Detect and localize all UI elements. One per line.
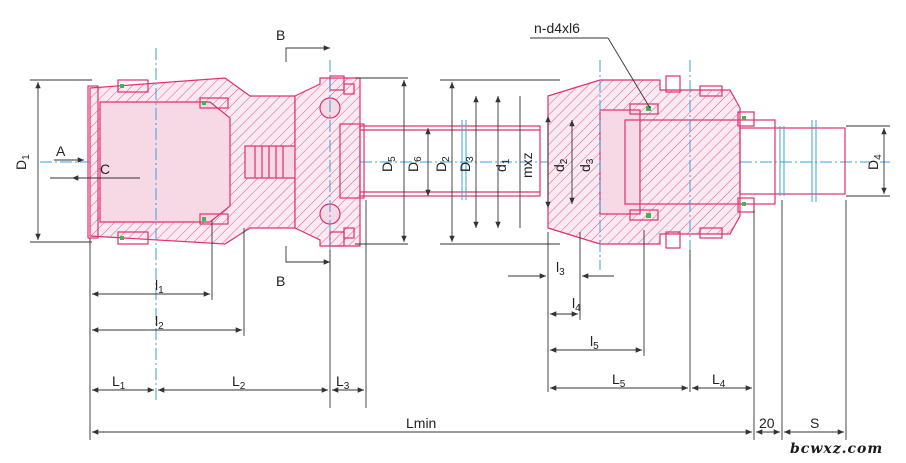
dim-d1: d1 bbox=[493, 158, 512, 172]
dim-D5: D5 bbox=[379, 156, 398, 172]
svg-text:D1: D1 bbox=[13, 154, 32, 170]
dim-S: S bbox=[810, 415, 819, 431]
svg-text:D6: D6 bbox=[405, 156, 424, 172]
section-b-label-bottom: B bbox=[276, 273, 285, 289]
view-c-label: C bbox=[100, 161, 110, 177]
dim-l3: l3 bbox=[556, 259, 565, 278]
dim-l5: l5 bbox=[590, 333, 599, 352]
section-b-label-top: B bbox=[276, 27, 285, 43]
svg-text:D5: D5 bbox=[379, 156, 398, 172]
output-shaft bbox=[739, 120, 846, 202]
dim-Lmin: Lmin bbox=[406, 415, 436, 431]
svg-text:D2: D2 bbox=[433, 156, 452, 172]
middle-flange bbox=[294, 75, 365, 247]
dim-L5: L5 bbox=[612, 371, 626, 390]
dim-D2: D2 bbox=[433, 156, 452, 172]
dim-L3: L3 bbox=[336, 373, 350, 392]
dim-D6: D6 bbox=[405, 156, 424, 172]
dim-D1: D1 bbox=[13, 154, 32, 170]
left-hub bbox=[87, 77, 308, 245]
dim-L4: L4 bbox=[712, 371, 726, 390]
dim-d3: d3 bbox=[577, 158, 596, 172]
bolt-callout: n-d4xl6 bbox=[534, 20, 580, 36]
dim-l4: l4 bbox=[572, 295, 581, 314]
svg-text:mxz: mxz bbox=[519, 152, 535, 178]
view-a-label: A bbox=[56, 143, 66, 159]
dim-L2: L2 bbox=[232, 373, 246, 392]
dim-d2: d2 bbox=[551, 158, 570, 172]
dim-D3: D3 bbox=[457, 156, 476, 172]
svg-text:D4: D4 bbox=[865, 154, 884, 170]
dim-L1: L1 bbox=[112, 373, 126, 392]
dim-gap-20: 20 bbox=[759, 415, 775, 431]
dim-mxz: mxz bbox=[519, 152, 535, 178]
svg-text:d3: d3 bbox=[577, 158, 596, 172]
svg-text:d2: d2 bbox=[551, 158, 570, 172]
dim-l1: l1 bbox=[155, 277, 164, 296]
dim-D4: D4 bbox=[865, 154, 884, 170]
svg-text:D3: D3 bbox=[457, 156, 476, 172]
svg-text:d1: d1 bbox=[493, 158, 512, 172]
watermark: bcwxz.com bbox=[790, 441, 883, 457]
dim-l2: l2 bbox=[155, 313, 164, 332]
